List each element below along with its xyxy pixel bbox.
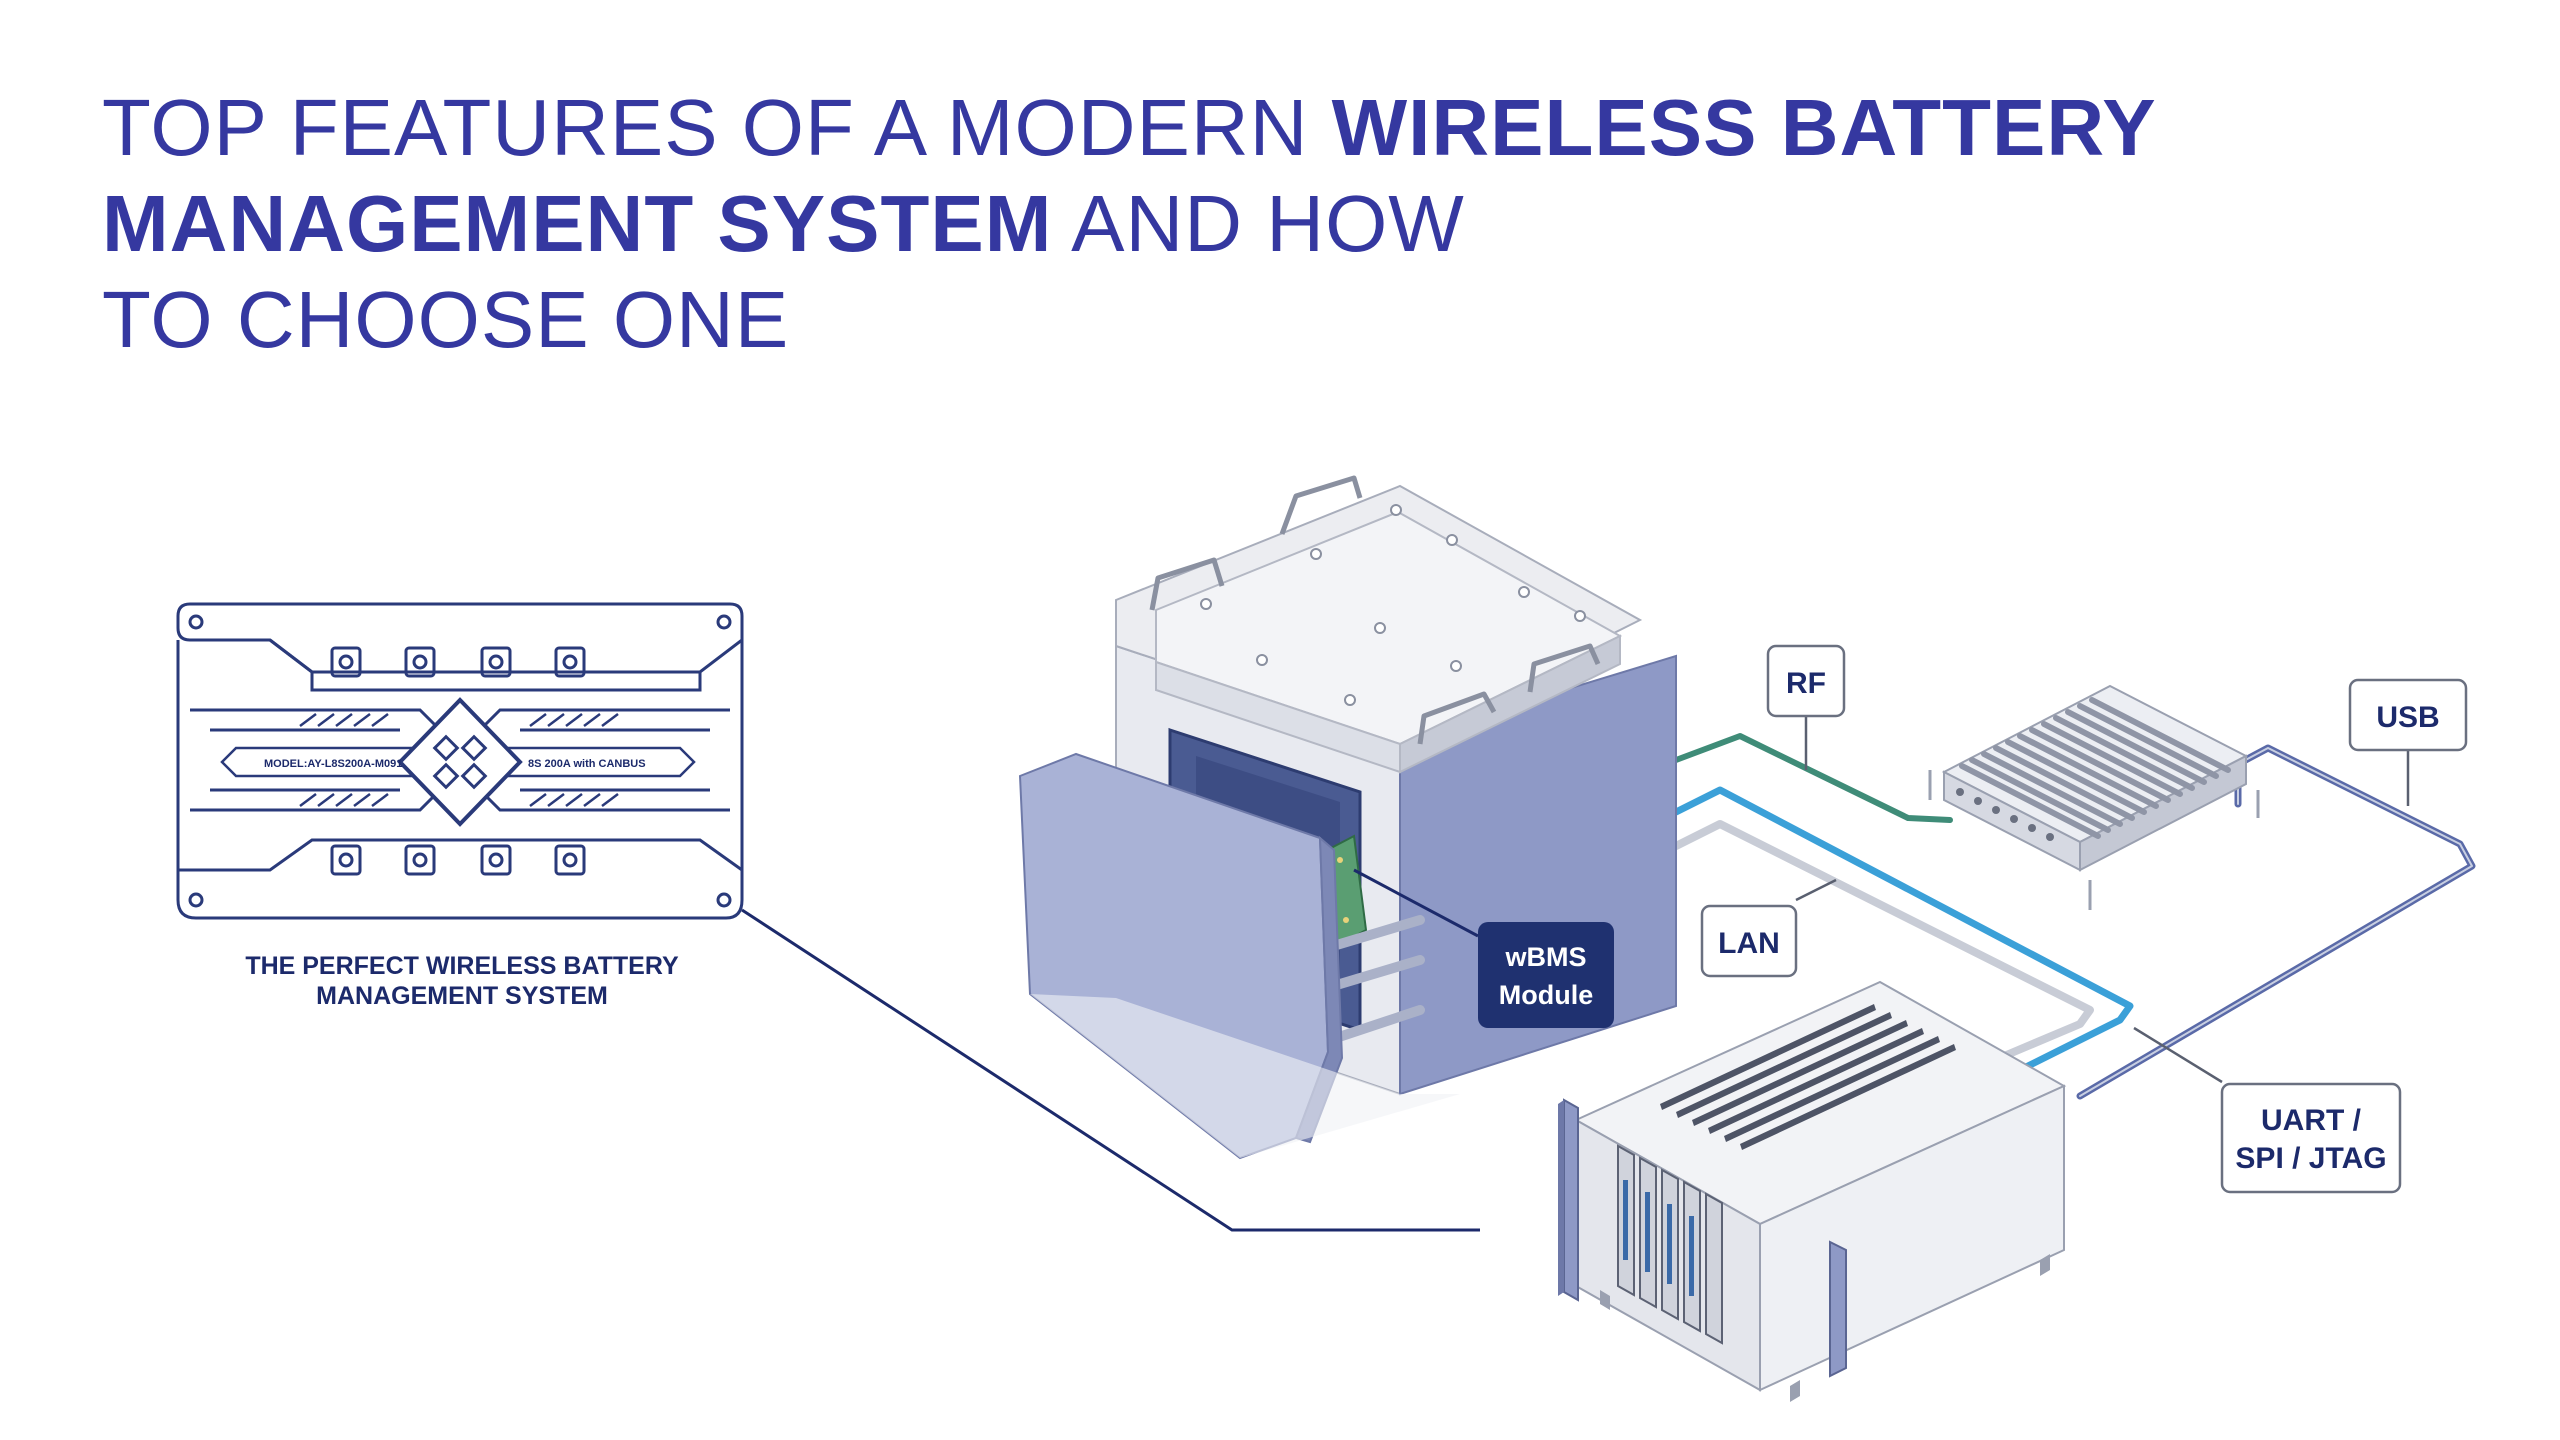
- wbms-callout-line-2: Module: [1499, 980, 1594, 1010]
- lan-label: LAN: [1718, 927, 1780, 960]
- uart-callout: UART / SPI / JTAG: [2133, 1026, 2402, 1194]
- wbms-callout-line-1: wBMS: [1505, 942, 1587, 972]
- title-line-1-regular: TOP FEATURES OF A MODERN: [102, 83, 1332, 172]
- rf-callout: RF: [1766, 644, 1846, 770]
- battery-spec-label: 8S 200A with CANBUS: [528, 758, 646, 770]
- uart-label-line-1: UART /: [2261, 1104, 2362, 1137]
- battery-model-label: MODEL:AY-L8S200A-M091: [264, 758, 402, 770]
- lan-callout: LAN: [1700, 878, 1837, 978]
- grey-cable: [1672, 820, 2094, 1066]
- rf-analyzer-device: [1928, 684, 2260, 910]
- rf-cable: [1673, 733, 1953, 823]
- title-line-2-bold: MANAGEMENT SYSTEM: [102, 179, 1053, 268]
- battery-caption-line-2: MANAGEMENT SYSTEM: [316, 982, 608, 1010]
- vent-grille: [1660, 1004, 1956, 1150]
- page-title: TOP FEATURES OF A MODERN WIRELESS BATTER…: [102, 80, 2402, 368]
- usb-callout: USB: [2348, 678, 2468, 806]
- title-line-1: TOP FEATURES OF A MODERN WIRELESS BATTER…: [102, 80, 2402, 176]
- lan-cable: [1672, 786, 2134, 1074]
- test-chamber: [1018, 475, 1677, 1160]
- uart-label-line-2: SPI / JTAG: [2235, 1142, 2386, 1175]
- rack-instrument: [1558, 980, 2067, 1402]
- title-line-1-bold: WIRELESS BATTERY: [1331, 83, 2157, 172]
- usb-label: USB: [2376, 701, 2439, 734]
- title-line-2-regular: AND HOW: [1052, 179, 1465, 268]
- title-line-3: TO CHOOSE ONE: [102, 275, 790, 364]
- battery-pack-illustration: [176, 602, 744, 920]
- title-line-2: MANAGEMENT SYSTEM AND HOW: [102, 176, 2402, 272]
- wbms-callout: wBMS Module: [1478, 922, 1614, 1028]
- rf-label: RF: [1786, 667, 1826, 700]
- wbms-callout-line: [1353, 868, 1479, 938]
- battery-connector-line: [741, 908, 1480, 1232]
- battery-caption-line-1: THE PERFECT WIRELESS BATTERY: [245, 952, 679, 980]
